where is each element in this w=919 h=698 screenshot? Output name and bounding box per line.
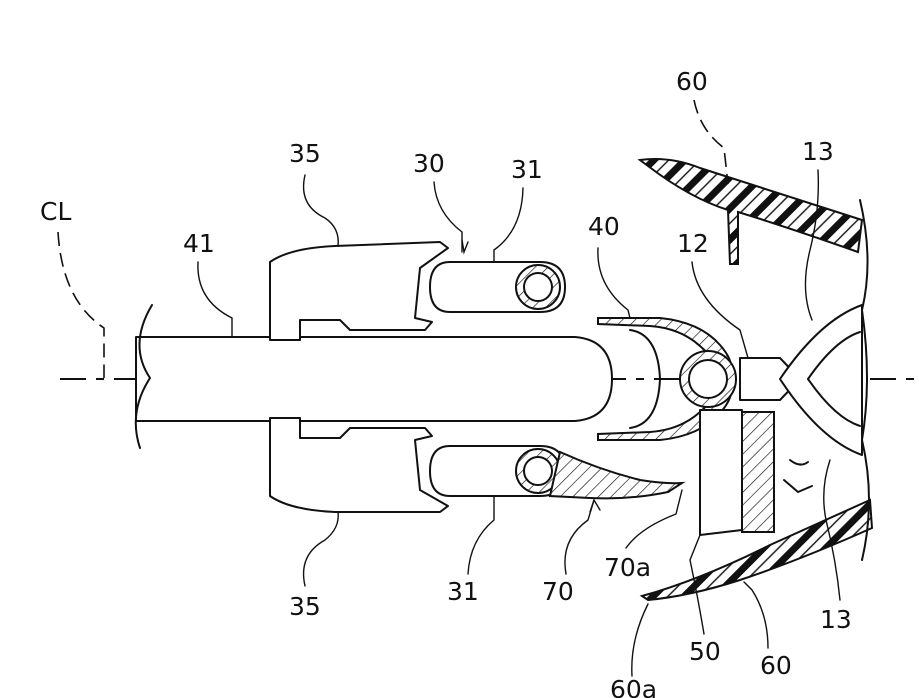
label-70: 70 [542,577,574,606]
seal-70 [548,450,686,500]
shaft-41 [134,304,613,449]
coupling-ring [679,350,737,408]
tube-31-top [429,261,566,313]
label-50: 50 [689,637,721,666]
leader-lines [57,99,841,677]
label-13-top: 13 [802,137,834,166]
label-31-bottom: 31 [447,577,479,606]
label-12: 12 [677,229,709,258]
label-60a: 60a [610,675,657,698]
label-60-bottom: 60 [760,651,792,680]
label-30: 30 [413,149,445,178]
label-13-bottom: 13 [820,605,852,634]
label-60-top: 60 [676,67,708,96]
panel-60-top [637,158,864,265]
bracket-50 [699,409,813,536]
break-line [859,199,870,561]
housing-35-top [269,241,449,341]
label-70a: 70a [604,553,651,582]
hub-13 [779,304,863,456]
label-35-bottom: 35 [289,592,321,621]
panel-60-bottom [639,498,874,602]
label-31-top: 31 [511,155,543,184]
label-35-top: 35 [289,139,321,168]
label-40: 40 [588,212,620,241]
housing-35-bottom [269,417,449,513]
label-41: 41 [183,229,215,258]
label-cl: CL [40,197,71,226]
tube-31-bottom [429,445,566,497]
